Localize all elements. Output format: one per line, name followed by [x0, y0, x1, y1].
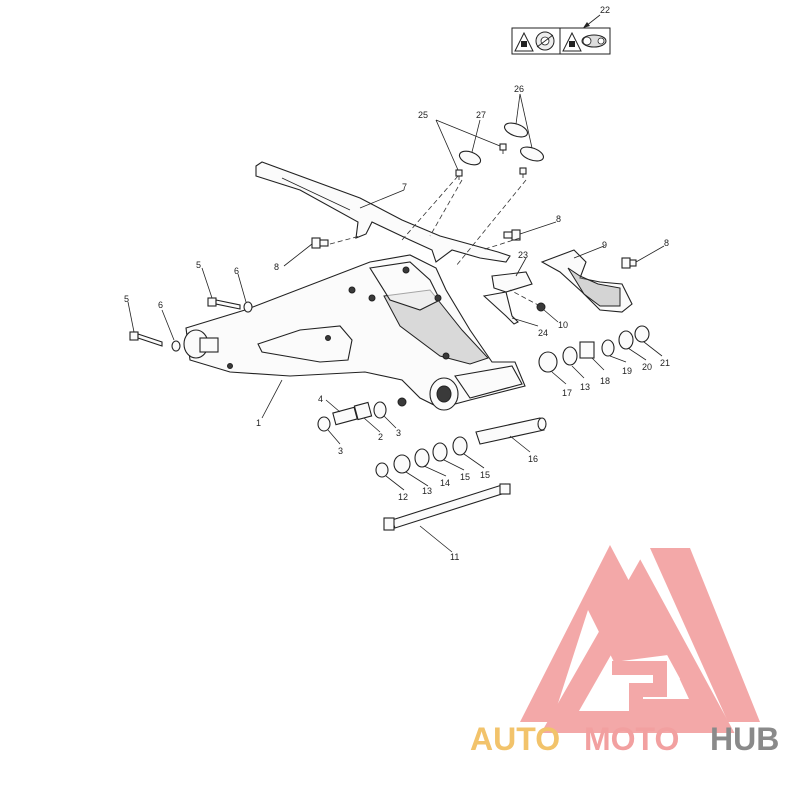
cap-26b — [519, 146, 545, 162]
callout-26: 26 — [514, 84, 524, 94]
screw-25a — [455, 169, 463, 180]
screw-25b — [499, 143, 507, 154]
warning-triangle-icon — [514, 31, 534, 52]
callout-27: 27 — [476, 110, 486, 120]
chain-slider — [540, 249, 633, 313]
callout-8a: 8 — [274, 262, 279, 272]
seal-3a — [317, 416, 331, 432]
spacer-18 — [579, 341, 595, 359]
nut-10 — [536, 302, 546, 312]
callout-8b: 8 — [556, 214, 561, 224]
circlip-14 — [414, 448, 430, 468]
swingarm — [183, 254, 526, 411]
callout-20: 20 — [642, 362, 652, 372]
bolt-5b — [129, 331, 163, 347]
chain-guard — [255, 161, 511, 263]
bolt-8b — [503, 229, 521, 241]
bushing-17 — [538, 351, 558, 373]
cap-27 — [458, 150, 482, 166]
callout-14: 14 — [440, 478, 450, 488]
watermark-word-hub: HUB — [710, 721, 779, 757]
nut-6b — [171, 340, 181, 352]
callout-4: 4 — [318, 394, 323, 404]
callout-21: 21 — [660, 358, 670, 368]
callout-6b: 6 — [158, 300, 163, 310]
callout-18: 18 — [600, 376, 610, 386]
chain-slider-bracket — [482, 271, 533, 325]
bolt-8c — [621, 257, 637, 269]
callout-24: 24 — [538, 328, 548, 338]
callout-16: 16 — [528, 454, 538, 464]
leader-lines — [127, 93, 665, 553]
callout-11: 11 — [450, 552, 459, 562]
seal-13b — [393, 454, 411, 474]
bearing-2 — [353, 401, 373, 421]
kit-icons-box: 22 — [511, 5, 611, 55]
washer-12 — [375, 462, 389, 478]
callout-8c: 8 — [664, 238, 669, 248]
callout-2: 2 — [378, 432, 383, 442]
watermark-word-moto: MOTO — [584, 721, 679, 757]
callout-23: 23 — [518, 250, 528, 260]
callout-25: 25 — [418, 110, 428, 120]
callout-3b: 3 — [396, 428, 401, 438]
bolt-8a — [311, 237, 329, 249]
screw-25c — [519, 167, 527, 178]
callout-10: 10 — [558, 320, 568, 330]
callout-1: 1 — [256, 418, 261, 428]
seal-13 — [562, 346, 578, 366]
seal-3b — [373, 401, 387, 419]
callout-7: 7 — [402, 182, 407, 192]
washer-15a — [432, 442, 448, 462]
washer-15b — [452, 436, 468, 456]
pivot-hardware-left — [317, 401, 387, 432]
washer-20 — [618, 330, 634, 350]
pivot-spindle — [383, 483, 511, 531]
callout-5b: 5 — [124, 294, 129, 304]
pivot-hardware-upper — [538, 325, 650, 373]
sleeve-4 — [332, 406, 358, 426]
logo-mark-icon — [520, 545, 760, 733]
bolt-5a — [207, 297, 241, 310]
nut-6a — [243, 301, 253, 313]
pivot-hardware-lower — [375, 417, 547, 478]
callout-13a: 13 — [422, 486, 432, 496]
callout-19: 19 — [622, 366, 632, 376]
watermark-word-auto: AUTO — [470, 721, 560, 757]
nut-21 — [634, 325, 650, 343]
callout-22: 22 — [600, 5, 610, 15]
callout-15b: 15 — [480, 470, 490, 480]
watermark-logo: AUTO MOTO HUB — [470, 545, 779, 757]
brake-disc-icon — [535, 31, 555, 51]
callout-9: 9 — [602, 240, 607, 250]
callout-6a: 6 — [234, 266, 239, 276]
callout-3a: 3 — [338, 446, 343, 456]
spindle-16 — [475, 417, 545, 445]
callout-5a: 5 — [196, 260, 201, 270]
callout-labels: 1 2 3 3 4 5 5 6 6 7 8 8 8 9 10 11 12 13 … — [124, 84, 670, 562]
callout-17: 17 — [562, 388, 572, 398]
callout-13b: 13 — [580, 382, 590, 392]
cap-26a — [503, 122, 529, 138]
washer-19 — [601, 339, 615, 357]
callout-12: 12 — [398, 492, 408, 502]
chain-sprocket-icon — [581, 34, 607, 48]
callout-15a: 15 — [460, 472, 470, 482]
warning-triangle-icon — [562, 31, 582, 52]
